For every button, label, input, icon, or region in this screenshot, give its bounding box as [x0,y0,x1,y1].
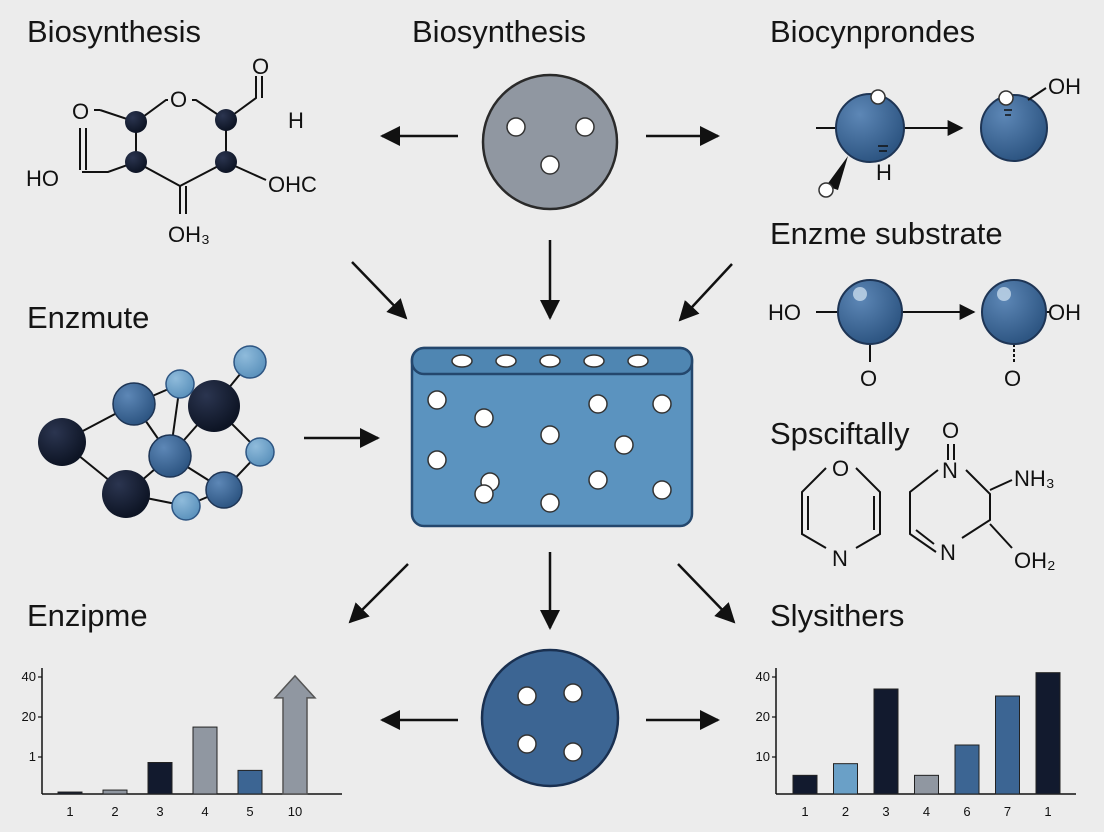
bar [833,763,858,795]
bar [954,744,980,795]
bar [147,762,173,795]
pyran-n: N [832,546,848,571]
y-tick-label: 40 [22,669,36,684]
slysithers-bar-chart: 10 20 40 1 2 3 4 6 7 1 [756,668,1076,819]
x-tick-label: 1 [66,804,73,819]
sugar-aldehyde-h: H [288,108,304,133]
cell-particle [563,742,583,762]
substrate-oh: OH [1048,300,1081,325]
x-tick-label: 2 [842,804,849,819]
tank-particle [652,394,672,414]
ring-molecules [801,444,1013,553]
bar [792,774,818,795]
arrow-tank-down-left [348,563,409,624]
reaction-tank [410,346,694,528]
gray-cell [481,73,619,211]
arrow-down-right [678,263,733,322]
bar [995,695,1020,795]
y-tick-label: 1 [29,749,36,764]
bar [273,674,317,795]
y-tick-label: 20 [756,709,770,724]
pyrazine-n-bottom: N [940,540,956,565]
x-tick-label: 1 [1044,804,1051,819]
bar [237,769,263,795]
tank-particle [614,435,634,455]
title-slysithers: Slysithers [770,598,905,633]
title-enzipme: Enzipme [27,598,148,633]
cell-particle [575,117,595,137]
sugar-oh3: OH₃ [168,222,210,247]
x-tick-label: 3 [882,804,889,819]
x-tick-label: 3 [156,804,163,819]
substrate-ho: HO [768,300,801,325]
title-biosynthesis-left: Biosynthesis [27,14,202,49]
sugar-ho: HO [26,166,59,191]
x-tick-label: 4 [201,804,208,819]
arrow-tank-down-right [677,563,736,624]
biocyn-molecule [816,87,1048,198]
bar [873,688,899,795]
tank-port [539,354,561,368]
arrow-down-left [351,261,408,320]
flow-arrows [304,126,736,730]
tank-particle [427,390,447,410]
tank-particle [652,480,672,500]
pyrazine-n-top: N [942,458,958,483]
sugar-o-top: O [252,54,269,79]
x-tick-label: 4 [923,804,930,819]
sugar-o-ring: O [170,87,187,112]
tank-port [451,354,473,368]
bar [914,774,939,795]
tank-particle [540,493,560,513]
bar [102,789,128,795]
x-tick-label: 7 [1004,804,1011,819]
title-enzmute: Enzmute [27,300,150,335]
x-tick-label: 6 [963,804,970,819]
tank-particle [474,408,494,428]
bar [1035,672,1061,795]
enzipme-bar-chart: 1 20 40 1 2 3 4 5 10 [22,668,342,819]
cell-particle [540,155,560,175]
tank-particle [588,470,608,490]
substrate-molecule [816,279,1050,362]
y-tick-label: 10 [756,749,770,764]
biocyn-h: H [876,160,892,185]
blue-cell [480,648,620,788]
biocyn-oh: OH [1048,74,1081,99]
y-tick-label: 20 [22,709,36,724]
title-biosynthesis-center: Biosynthesis [412,14,587,49]
cell-particle [563,683,583,703]
substrate-o-right: O [1004,366,1021,391]
cell-particle [517,734,537,754]
title-biocynprondes: Biocynprondes [770,14,976,49]
tank-particle [540,425,560,445]
enzyme-network [38,345,275,521]
substrate-o-left: O [860,366,877,391]
x-tick-label: 2 [111,804,118,819]
x-tick-label: 5 [246,804,253,819]
sugar-ohc: OHC [268,172,317,197]
sugar-atoms [72,88,237,173]
x-tick-label: 1 [801,804,808,819]
pyrazine-o: O [942,418,959,443]
cell-particle [517,686,537,706]
tank-particle [588,394,608,414]
sugar-o-left: O [72,99,89,124]
title-enzme-substrate: Enzme substrate [770,216,1003,251]
title-spsciftally: Spsciftally [770,416,910,451]
y-tick-label: 40 [756,669,770,684]
tank-port [495,354,517,368]
tank-particle [427,450,447,470]
tank-port [627,354,649,368]
tank-port [583,354,605,368]
tank-particle [474,484,494,504]
pyrazine-oh2: OH₂ [1014,548,1056,573]
x-tick-label: 10 [288,804,302,819]
pyrazine-nh3: NH₃ [1014,466,1055,491]
pyran-o: O [832,456,849,481]
cell-particle [506,117,526,137]
bar [57,791,83,795]
bar [192,726,218,795]
